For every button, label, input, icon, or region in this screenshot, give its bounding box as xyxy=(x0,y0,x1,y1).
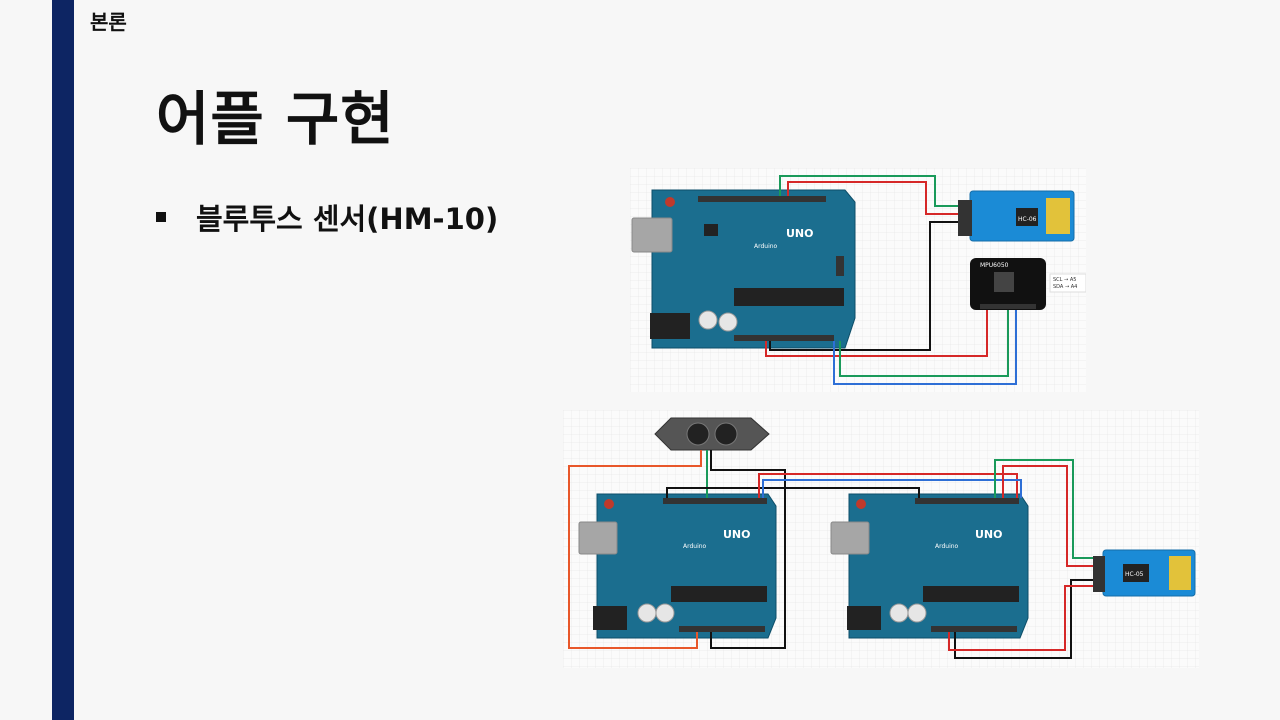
wiring-note-line-1: SCL → A5 xyxy=(1053,277,1076,283)
wire-orange xyxy=(568,450,702,649)
section-label: 본론 xyxy=(90,10,127,34)
bluetooth-module: HC-06 xyxy=(958,190,1075,242)
wire-green xyxy=(779,175,958,207)
board-2-logo-text: UNO xyxy=(975,528,1003,541)
board-1-brand-text: Arduino xyxy=(683,543,707,550)
bullet-marker-icon xyxy=(156,212,166,222)
wire-green-bt xyxy=(994,459,1093,559)
board-2-brand-text: Arduino xyxy=(935,543,959,550)
circuit-diagram-bottom: UNO Arduino UNO Arduino HC-05 xyxy=(563,410,1199,668)
arduino-board-1: UNO Arduino xyxy=(578,493,777,639)
bluetooth-module-label: HC-05 xyxy=(1125,571,1144,578)
board-1-logo-text: UNO xyxy=(723,528,751,541)
wire-black-sensor xyxy=(710,450,786,649)
page-title: 어플 구현 xyxy=(156,85,395,153)
distance-sensor xyxy=(654,417,770,451)
wiring-note: SCL → A5 SDA → A4 xyxy=(1049,273,1086,293)
arduino-board-2: UNO Arduino xyxy=(830,493,1029,639)
imu-module-label: MPU6050 xyxy=(980,262,1009,269)
wire-red-link xyxy=(758,473,1018,498)
bullet-text: 블루투스 센서(HM-10) xyxy=(196,202,499,236)
wire-blue-link xyxy=(762,479,1022,498)
wire-red-bt xyxy=(1002,465,1093,567)
board-logo-text: UNO xyxy=(786,227,814,240)
circuit-diagram-top: UNO Arduino HC-06 MPU6050 SCL → A5 SDA →… xyxy=(630,168,1086,392)
arduino-board: UNO Arduino xyxy=(631,189,856,349)
wire-red-power xyxy=(765,310,988,357)
wiring-note-line-2: SDA → A4 xyxy=(1053,284,1077,290)
wire-red-bt-power xyxy=(948,585,1093,651)
sidebar-accent-bar xyxy=(52,0,74,720)
bullet-item: 블루투스 센서(HM-10) xyxy=(156,196,498,238)
wire-red xyxy=(787,181,958,215)
wire-black xyxy=(769,221,958,351)
bluetooth-module: HC-05 xyxy=(1093,549,1196,597)
bluetooth-module-label: HC-06 xyxy=(1018,216,1037,223)
wire-green-sda xyxy=(839,310,1009,377)
board-brand-text: Arduino xyxy=(754,243,778,250)
imu-module: MPU6050 xyxy=(970,258,1046,310)
wire-black-link xyxy=(666,487,920,498)
wire-blue xyxy=(833,310,1017,385)
